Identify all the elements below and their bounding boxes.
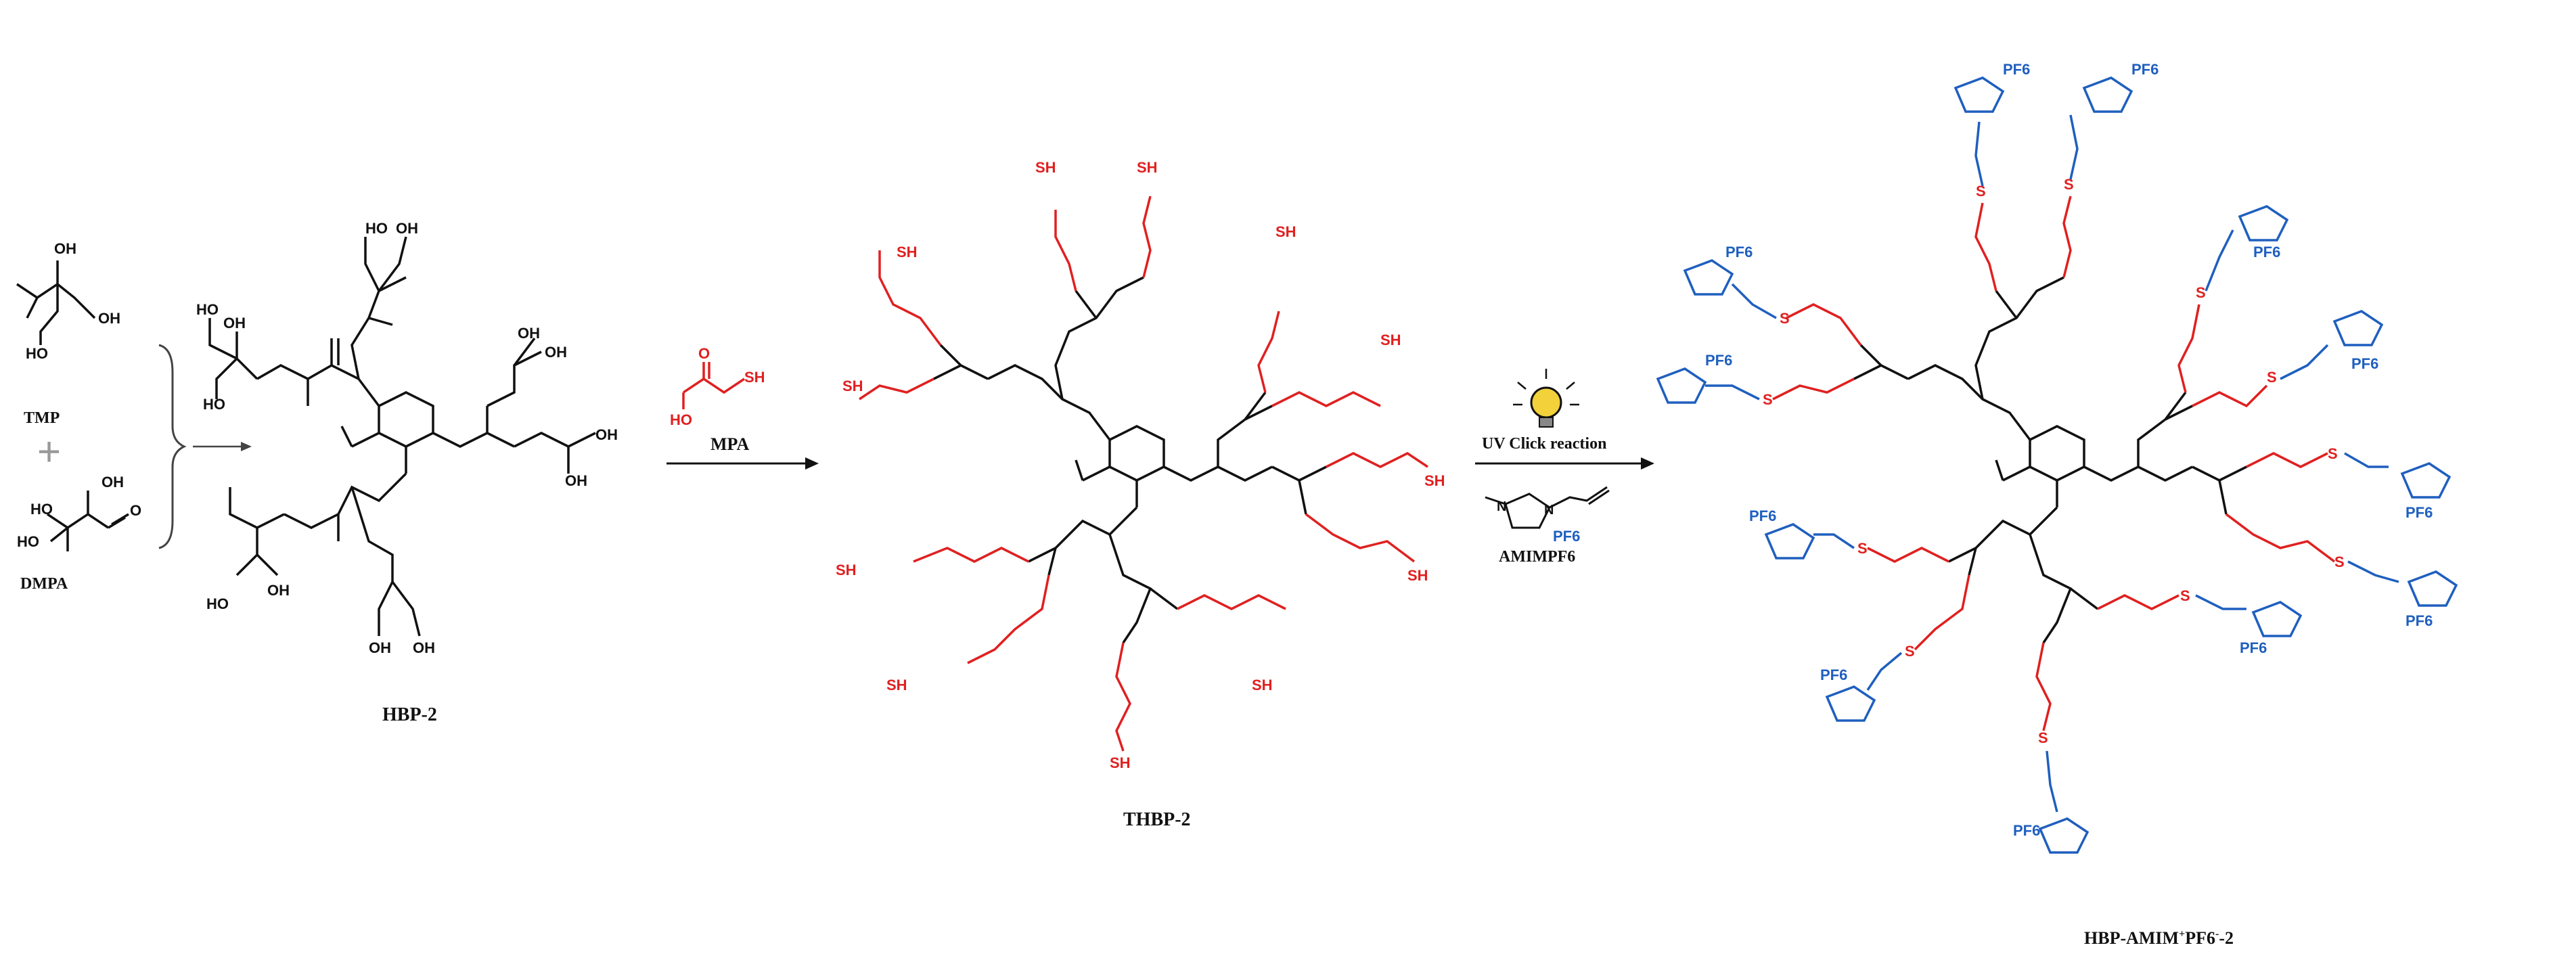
plus-sign: + xyxy=(37,429,61,474)
mpa-o: O xyxy=(698,345,710,362)
final-pf6-8: PF6 xyxy=(2405,612,2433,629)
thbp2-sh-5: SH xyxy=(842,378,863,394)
thbp2-thiol-arms xyxy=(859,196,1428,752)
light-bulb-icon xyxy=(1513,369,1579,428)
hbp2-oh-6: OH xyxy=(565,472,587,489)
hbp2-ho-2: HO xyxy=(196,301,219,318)
amimpf6-label: AMIMPF6 xyxy=(1499,548,1575,566)
final-s-12: S xyxy=(2180,587,2190,604)
tmp-oh-top: OH xyxy=(54,240,76,257)
hbp2-oh-9: OH xyxy=(413,639,435,656)
thbp2-sh-7: SH xyxy=(1424,472,1445,489)
final-s-1: S xyxy=(1780,310,1790,327)
final-s-2: S xyxy=(1763,391,1773,408)
tmp-label: TMP xyxy=(24,409,60,427)
tmp-ho-bottom: HO xyxy=(26,345,48,362)
hbp2-ho-4: HO xyxy=(206,595,229,612)
tmp-oh-right: OH xyxy=(98,310,120,327)
final-pf6-10: PF6 xyxy=(1820,666,1847,683)
step1-arrow xyxy=(193,442,252,451)
hbp2-ho-1: HO xyxy=(365,220,388,237)
final-s-4: S xyxy=(2064,176,2074,193)
final-pf6-9: PF6 xyxy=(1749,507,1776,524)
hbp2-oh-5: OH xyxy=(595,426,618,443)
hbp2-atoms: HO OH HO OH HO OH OH OH OH HO OH OH OH xyxy=(196,220,618,656)
thbp2-sh-9: SH xyxy=(836,562,857,578)
thbp2-sh-10: SH xyxy=(886,677,907,693)
amimpf6-structure xyxy=(1485,486,1610,529)
mpa-sh: SH xyxy=(744,369,765,386)
step2-arrow xyxy=(666,457,819,470)
amimpf6-pf6: PF6 xyxy=(1553,528,1580,545)
final-pf6-counterions: PF6 PF6 PF6 PF6 PF6 PF6 PF6 PF6 PF6 PF6 … xyxy=(1705,61,2433,839)
final-pf6-4: PF6 xyxy=(2131,61,2159,78)
final-imidazolium-rings xyxy=(1656,76,2458,854)
thbp2-label: THBP-2 xyxy=(1123,809,1191,830)
hbp2-oh-7: OH xyxy=(267,582,290,599)
final-sulfur-atoms: S S S S S S S S S S S S xyxy=(1763,176,2345,746)
dmpa-o: O xyxy=(130,502,141,519)
thbp2-skeleton xyxy=(933,276,1327,643)
hbp2-oh-4: OH xyxy=(545,344,567,361)
final-s-11: S xyxy=(2038,729,2048,746)
final-pf6-11: PF6 xyxy=(2013,822,2040,839)
dmpa-structure xyxy=(47,491,129,551)
final-pf6-12: PF6 xyxy=(2240,639,2267,656)
hbp2-ho-3: HO xyxy=(203,396,225,413)
hbp2-oh-8: OH xyxy=(369,639,391,656)
mpa-ho: HO xyxy=(670,411,692,428)
final-pf6-3: PF6 xyxy=(2003,61,2030,78)
final-s-9: S xyxy=(1857,540,1868,557)
final-thioether-arms xyxy=(1772,196,2336,731)
final-product-label: HBP-AMIM+PF6--2 xyxy=(2084,928,2234,948)
grouping-brace xyxy=(158,344,187,549)
thbp2-sh-4: SH xyxy=(1275,223,1296,240)
dmpa-label: DMPA xyxy=(20,575,68,593)
dmpa-ho-top: HO xyxy=(30,501,53,518)
final-pf6-5: PF6 xyxy=(2253,244,2280,260)
final-s-8: S xyxy=(2334,553,2345,570)
final-s-10: S xyxy=(1905,643,1915,660)
final-s-5: S xyxy=(2196,284,2206,301)
final-s-7: S xyxy=(2328,445,2338,462)
final-pf6-1: PF6 xyxy=(1725,244,1753,260)
step3-arrow xyxy=(1475,457,1654,470)
uv-click-label: UV Click reaction xyxy=(1482,435,1606,453)
thbp2-sh-3: SH xyxy=(897,244,918,260)
thbp2-sh-1: SH xyxy=(1035,159,1056,176)
final-s-6: S xyxy=(2267,369,2277,386)
amimpf6-n1: N xyxy=(1497,499,1506,514)
final-pf6-6: PF6 xyxy=(2351,355,2378,372)
hbp2-label: HBP-2 xyxy=(382,704,437,725)
thbp2-sh-6: SH xyxy=(1380,332,1401,348)
mpa-label: MPA xyxy=(710,434,749,454)
final-s-3: S xyxy=(1976,183,1986,200)
thbp2-sh-12: SH xyxy=(1110,754,1131,771)
final-pf6-7: PF6 xyxy=(2405,504,2433,521)
thbp2-sh-2: SH xyxy=(1137,159,1158,176)
dmpa-oh: OH xyxy=(101,474,124,491)
final-ionic-linkers xyxy=(1705,114,2399,813)
tmp-structure xyxy=(16,260,96,345)
amimpf6-n2: N xyxy=(1544,503,1554,518)
thbp2-sh-8: SH xyxy=(1407,567,1428,584)
hbp2-structure xyxy=(208,236,596,637)
hbp2-oh-3: OH xyxy=(518,325,540,342)
final-skeleton xyxy=(1853,276,2247,643)
mpa-structure xyxy=(682,362,745,409)
dmpa-ho-bottom: HO xyxy=(17,533,39,550)
hbp2-oh-2: OH xyxy=(223,315,246,332)
hbp2-oh-1: OH xyxy=(396,220,418,237)
thbp2-sh-11: SH xyxy=(1252,677,1273,693)
final-pf6-2: PF6 xyxy=(1705,352,1732,369)
thbp2-atoms: SH SH SH SH SH SH SH SH SH SH SH SH xyxy=(836,159,1445,771)
